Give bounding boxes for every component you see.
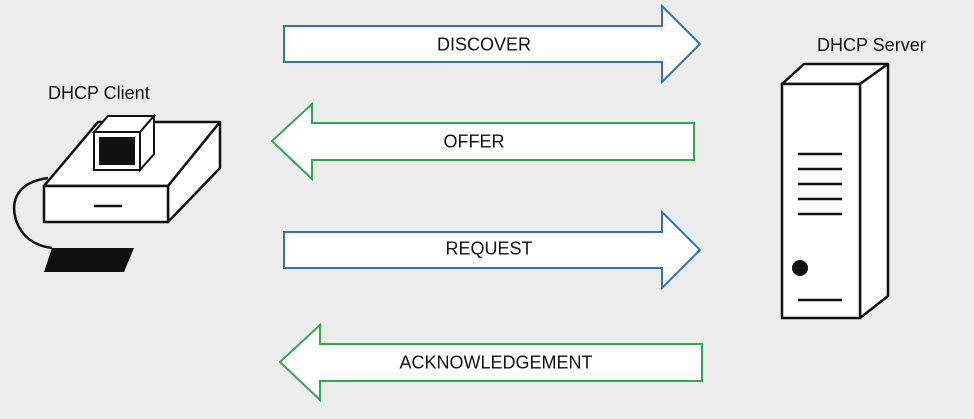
server-tower-icon bbox=[780, 62, 890, 320]
request-label: REQUEST bbox=[445, 238, 533, 259]
request-arrow bbox=[283, 209, 702, 291]
discover-arrow bbox=[283, 3, 702, 85]
client-label: DHCP Client bbox=[48, 83, 150, 103]
acknowledgement-arrow bbox=[278, 322, 703, 403]
desktop-computer-icon bbox=[12, 113, 222, 272]
server-label: DHCP Server bbox=[817, 35, 926, 55]
acknowledgement-label: ACKNOWLEDGEMENT bbox=[399, 352, 593, 373]
offer-label: OFFER bbox=[443, 131, 505, 152]
discover-label: DISCOVER bbox=[436, 34, 532, 55]
offer-arrow bbox=[270, 101, 695, 182]
